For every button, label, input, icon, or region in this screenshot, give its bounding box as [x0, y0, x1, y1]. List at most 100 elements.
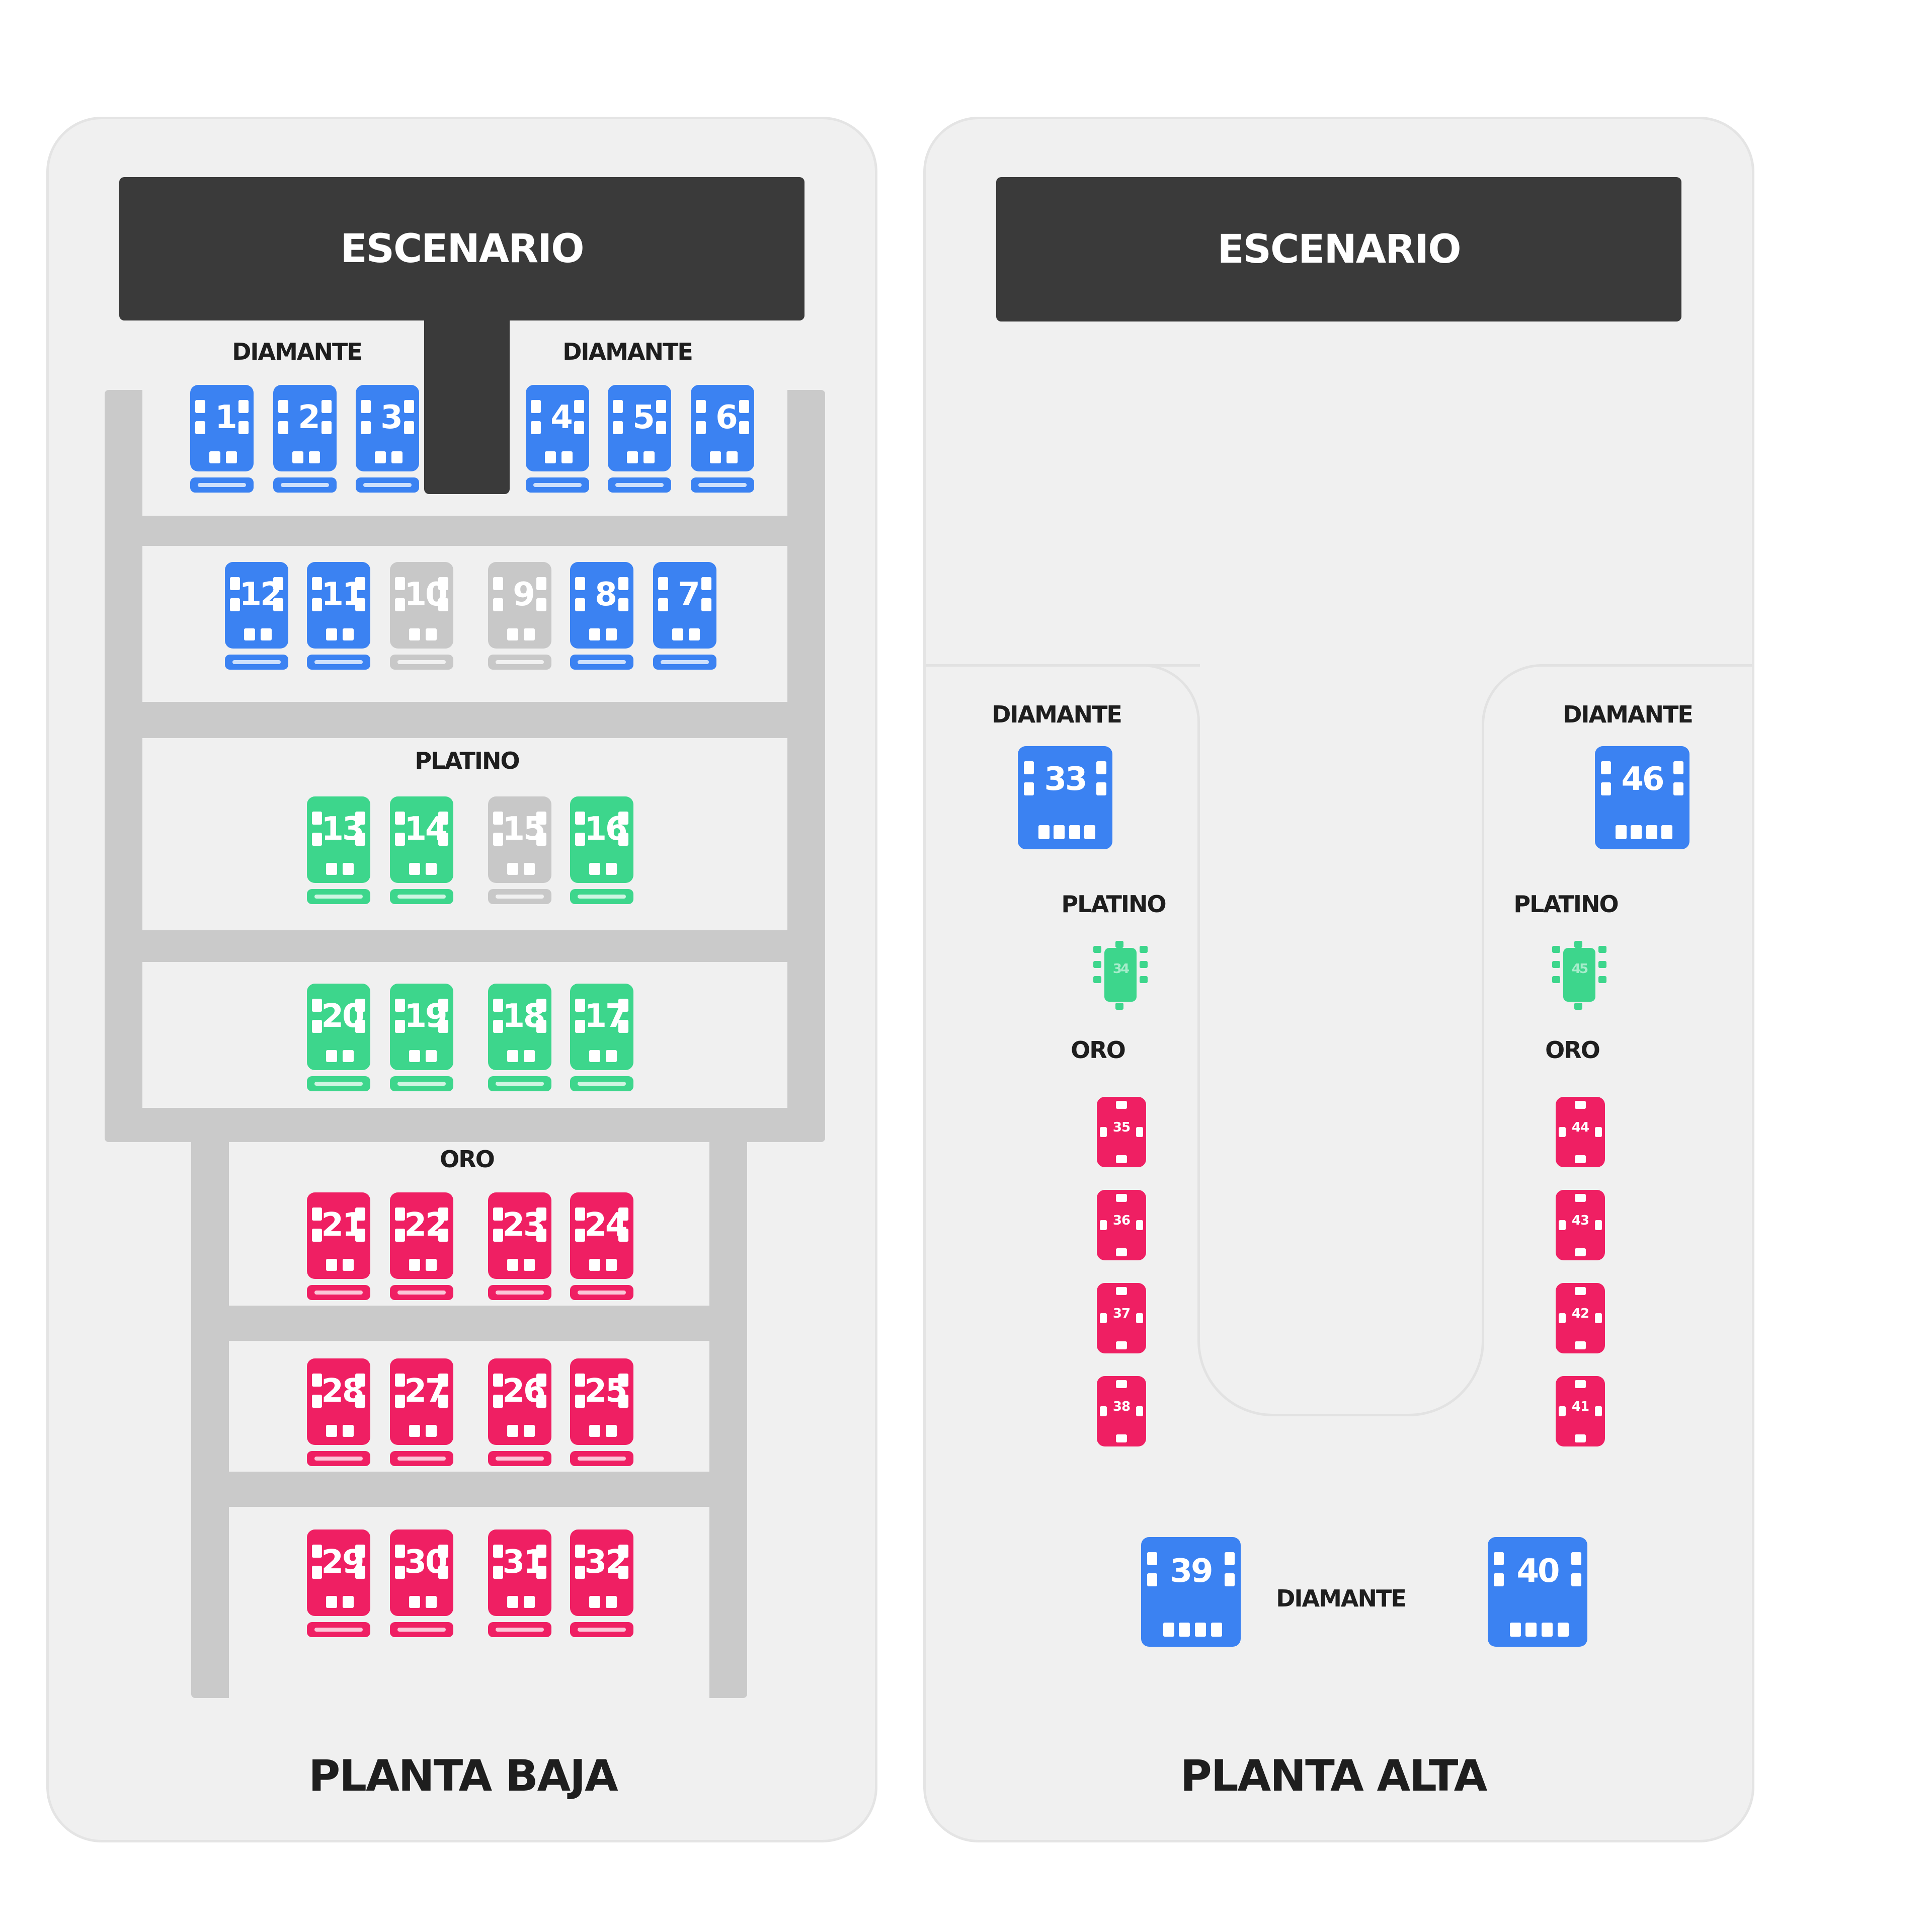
chair [589, 1425, 600, 1437]
chair [658, 598, 668, 611]
table-41[interactable]: 41 [1556, 1376, 1605, 1446]
chair [1575, 1380, 1586, 1388]
table-29[interactable]: 29 [307, 1530, 370, 1616]
chair [409, 1050, 420, 1062]
zone-label-oro: ORO [440, 1146, 495, 1173]
chair [605, 1596, 617, 1608]
table-34[interactable]: 34 [1093, 941, 1148, 1010]
chair [425, 628, 437, 640]
table-4[interactable]: 4 [526, 385, 589, 471]
table-13[interactable]: 13 [307, 796, 370, 883]
table-43[interactable]: 43 [1556, 1190, 1605, 1260]
table-35[interactable]: 35 [1097, 1097, 1146, 1167]
table-6[interactable]: 6 [691, 385, 754, 471]
table-45[interactable]: 45 [1552, 941, 1606, 1010]
chair [523, 628, 535, 640]
table-tag [390, 655, 453, 670]
table-10[interactable]: 10 [390, 562, 453, 649]
chair [312, 999, 322, 1012]
chair [361, 400, 371, 413]
table-20[interactable]: 20 [307, 984, 370, 1070]
chair [342, 1050, 354, 1062]
table-33[interactable]: 33 [1018, 746, 1112, 849]
chair [395, 577, 405, 590]
chair [493, 577, 503, 590]
chair [425, 1596, 437, 1608]
table-3[interactable]: 3 [356, 385, 419, 471]
chair [1574, 941, 1582, 948]
chair [238, 400, 249, 413]
table-5[interactable]: 5 [608, 385, 671, 471]
table-tag [608, 477, 671, 493]
chair [605, 1259, 617, 1271]
chair [643, 451, 655, 463]
chair [536, 598, 546, 611]
table-21[interactable]: 21 [307, 1192, 370, 1279]
table-40[interactable]: 40 [1488, 1537, 1587, 1647]
table-tag [488, 1451, 551, 1466]
chair [260, 628, 272, 640]
table-23[interactable]: 23 [488, 1192, 551, 1279]
chair [536, 577, 546, 590]
table-1[interactable]: 1 [190, 385, 254, 471]
row-bay-4 [142, 962, 787, 1108]
table-28[interactable]: 28 [307, 1358, 370, 1445]
chair [1100, 1220, 1107, 1230]
table-30[interactable]: 30 [390, 1530, 453, 1616]
chair [1575, 1248, 1586, 1256]
table-22[interactable]: 22 [390, 1192, 453, 1279]
table-37[interactable]: 37 [1097, 1283, 1146, 1353]
table-tag [488, 1285, 551, 1300]
chair [589, 1050, 600, 1062]
table-46[interactable]: 46 [1595, 746, 1689, 849]
chair [726, 451, 738, 463]
table-8[interactable]: 8 [570, 562, 633, 649]
chair [523, 1050, 535, 1062]
table-7[interactable]: 7 [653, 562, 716, 649]
chair [355, 999, 365, 1012]
chair [536, 1395, 546, 1408]
table-18[interactable]: 18 [488, 984, 551, 1070]
table-44[interactable]: 44 [1556, 1097, 1605, 1167]
table-31[interactable]: 31 [488, 1530, 551, 1616]
table-9[interactable]: 9 [488, 562, 551, 649]
chair [1116, 1248, 1127, 1256]
table-17[interactable]: 17 [570, 984, 633, 1070]
table-32[interactable]: 32 [570, 1530, 633, 1616]
chair [613, 400, 623, 413]
chair [1136, 1220, 1143, 1230]
table-38[interactable]: 38 [1097, 1376, 1146, 1446]
table-39[interactable]: 39 [1141, 1537, 1241, 1647]
chair [404, 421, 414, 434]
chair [225, 451, 237, 463]
chair [1598, 946, 1606, 953]
chair [493, 1374, 503, 1387]
chair [523, 1259, 535, 1271]
chair [1115, 1003, 1123, 1010]
chair [438, 1566, 448, 1579]
chair [626, 451, 638, 463]
table-24[interactable]: 24 [570, 1192, 633, 1279]
table-25[interactable]: 25 [570, 1358, 633, 1445]
table-42[interactable]: 42 [1556, 1283, 1605, 1353]
chair [507, 1596, 518, 1608]
chair [409, 1425, 420, 1437]
table-16[interactable]: 16 [570, 796, 633, 883]
chair [326, 1425, 337, 1437]
table-27[interactable]: 27 [390, 1358, 453, 1445]
chair [656, 421, 666, 434]
table-26[interactable]: 26 [488, 1358, 551, 1445]
table-14[interactable]: 14 [390, 796, 453, 883]
chair [342, 628, 354, 640]
table-11[interactable]: 11 [307, 562, 370, 649]
table-15[interactable]: 15 [488, 796, 551, 883]
table-12[interactable]: 12 [225, 562, 288, 649]
row-bay-6 [229, 1341, 709, 1472]
chair [1552, 961, 1560, 968]
table-tag [691, 477, 754, 493]
table-36[interactable]: 36 [1097, 1190, 1146, 1260]
chair [1559, 1406, 1566, 1416]
chair [618, 1229, 628, 1242]
table-2[interactable]: 2 [273, 385, 337, 471]
table-19[interactable]: 19 [390, 984, 453, 1070]
